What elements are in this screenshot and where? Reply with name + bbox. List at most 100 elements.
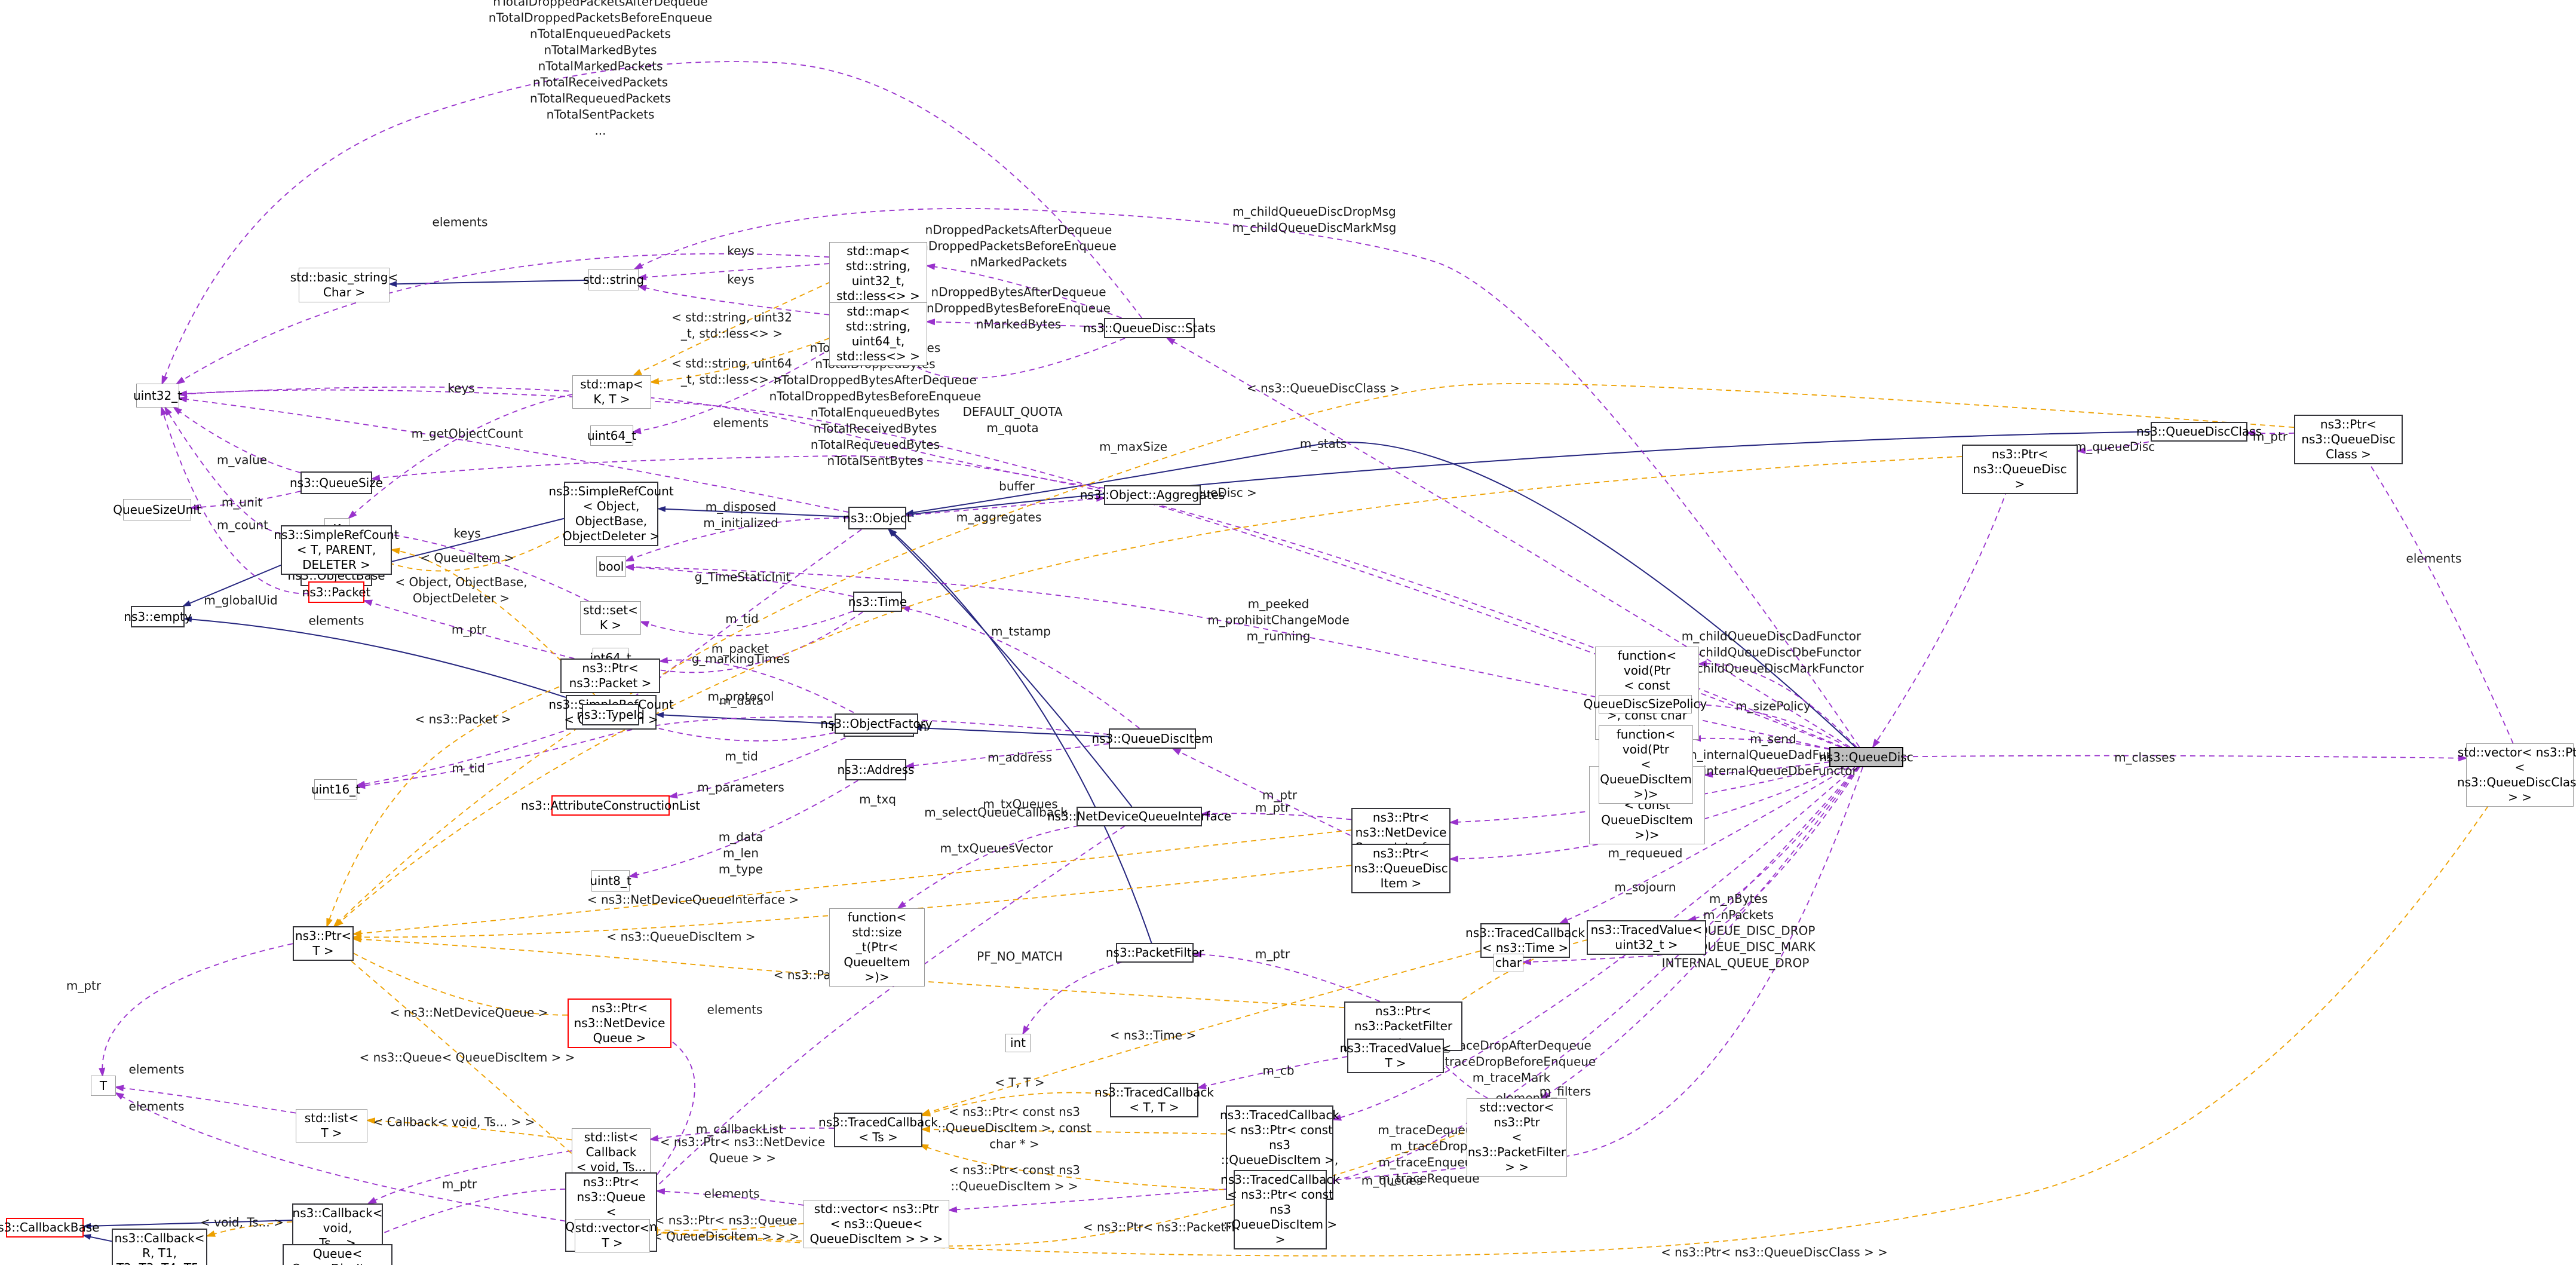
node-uint64-t[interactable]: uint64_t: [587, 425, 636, 446]
node-acl[interactable]: ns3::AttributeConstructionList: [521, 795, 700, 816]
node-time[interactable]: ns3::Time: [848, 592, 907, 612]
node-address[interactable]: ns3::Address: [838, 759, 914, 780]
edge-member-object-to-type-id: [623, 529, 862, 705]
node-aggregates[interactable]: ns3::Object::Aggregates: [1080, 485, 1225, 505]
node-std-basic-string[interactable]: std::basic_string< Char >: [290, 268, 398, 302]
edge-member-ptr-ndqi-to-ndqi: [1200, 810, 1352, 820]
node-uint8-t[interactable]: uint8_t: [590, 870, 631, 892]
node-empty[interactable]: ns3::empty: [124, 606, 192, 627]
node-std-string[interactable]: std::string: [583, 269, 644, 290]
edge-template-vector-ptr-queue-to-vector-t: [648, 1223, 804, 1233]
node-tv-t[interactable]: ns3::TracedValue< T >: [1340, 1039, 1451, 1073]
node-ndqi[interactable]: ns3::NetDeviceQueueInterface: [1047, 807, 1231, 826]
edge-member-queue-disc-to-tc-ptr-char: [1332, 767, 1856, 1121]
edge-inherit-queue-item-to-src-qi: [655, 712, 844, 725]
node-map-str-u32[interactable]: std::map< std::string, uint32_t, std::le…: [829, 242, 927, 305]
node-vector-t[interactable]: std::vector< T >: [575, 1219, 650, 1252]
node-int-box[interactable]: int: [1005, 1034, 1031, 1052]
node-set-k[interactable]: std::set< K >: [580, 601, 641, 635]
edge-member-ptr-packet-to-packet: [363, 599, 575, 659]
node-packet[interactable]: ns3::Packet: [302, 581, 370, 603]
edge-member-std-list-t-to-t-box: [114, 1085, 296, 1114]
edge-member-ndqi-to-vector-t: [621, 825, 1126, 1221]
edge-member-queue-disc-to-std-string: [633, 208, 1860, 748]
edge-member-queue-disc-to-queue-size: [370, 455, 1842, 748]
edge-member-ptr-qd-to-queue-disc: [1872, 462, 2017, 749]
node-packet-filter[interactable]: ns3::PacketFilter: [1106, 943, 1204, 963]
edge-template-list-callback-to-std-list-t: [366, 1117, 572, 1141]
edge-member-queue-disc-item-to-time: [900, 605, 1140, 729]
node-qdsp[interactable]: QueueDiscSizePolicy: [1584, 695, 1707, 713]
edge-member-ptr-t-to-t-box: [99, 943, 293, 1077]
edge-template-cb-void-ts-to-cb-r: [206, 1221, 293, 1237]
edge-member-queue-disc-to-tc-time: [1558, 767, 1850, 924]
node-cb-base[interactable]: ns3::CallbackBase: [0, 1218, 99, 1238]
edge-member-map-str-u64-to-std-string: [637, 284, 830, 316]
edge-template-src-qi-to-src-t: [390, 547, 596, 696]
node-ptr-t[interactable]: ns3::Ptr< T >: [293, 926, 354, 961]
node-tv-u32[interactable]: ns3::TracedValue< uint32_t >: [1587, 920, 1706, 955]
node-uint16-t[interactable]: uint16_t: [311, 779, 360, 800]
node-queue-qdi[interactable]: Queue< QueueDiscItem >: [283, 1244, 392, 1265]
edge-member-src-t-to-uint32-t: [164, 406, 281, 534]
edge-member-type-id-to-uint16-t: [355, 724, 582, 788]
node-ptr-qdc[interactable]: ns3::Ptr< ns3::QueueDisc Class >: [2294, 415, 2403, 464]
edge-member-list-callback-to-cb-void-ts: [366, 1150, 572, 1205]
node-char-box[interactable]: char: [1494, 954, 1523, 972]
node-vector-ptr-queue[interactable]: std::vector< ns3::Ptr < ns3::Queue< Queu…: [804, 1200, 949, 1248]
node-queue-size-unit[interactable]: QueueSizeUnit: [113, 499, 201, 520]
node-src-obj[interactable]: ns3::SimpleRefCount < Object, ObjectBase…: [548, 482, 674, 546]
node-vector-ptr-qdc[interactable]: std::vector< ns3::Ptr < ns3::QueueDiscCl…: [2457, 743, 2576, 807]
edge-template-map-str-u32-to-map-k-t: [632, 277, 840, 376]
node-tc-ptr[interactable]: ns3::TracedCallback < ns3::Ptr< const ns…: [1220, 1170, 1340, 1249]
edge-member-queue-item-to-ptr-packet: [658, 657, 863, 718]
edge-inherit-std-string-to-std-basic-string: [388, 279, 589, 287]
edge-member-queue-disc-to-vector-ptr-pf: [1540, 767, 1860, 1099]
edge-member-queue-disc-to-ptr-ndqi: [1449, 766, 1830, 826]
node-bool-box[interactable]: bool: [596, 556, 626, 577]
edge-member-time-to-bool-box: [624, 564, 854, 597]
node-tc-ts[interactable]: ns3::TracedCallback < Ts >: [818, 1113, 938, 1147]
node-fn-size[interactable]: function< std::size _t(Ptr< QueueItem >)…: [829, 908, 925, 987]
node-type-id[interactable]: ns3::TypeId: [576, 704, 645, 725]
node-object-factory[interactable]: ns3::ObjectFactory: [820, 713, 933, 734]
node-fn-void-qdi[interactable]: function< void(Ptr < QueueDiscItem >)>: [1599, 725, 1693, 804]
node-vector-ptr-pf[interactable]: std::vector< ns3::Ptr < ns3::PacketFilte…: [1467, 1098, 1567, 1177]
edge-member-queue-disc-to-ptr-qdi: [1449, 767, 1844, 862]
edge-member-object-factory-to-type-id: [637, 722, 835, 742]
node-ptr-packet[interactable]: ns3::Ptr< ns3::Packet >: [560, 658, 660, 693]
node-queue-size[interactable]: ns3::QueueSize: [290, 471, 383, 494]
node-stats[interactable]: ns3::QueueDisc::Stats: [1083, 318, 1216, 338]
node-tc-time[interactable]: ns3::TracedCallback < ns3::Time >: [1465, 923, 1585, 958]
node-std-list-t[interactable]: std::list< T >: [296, 1109, 367, 1143]
node-ptr-ndq[interactable]: ns3::Ptr< ns3::NetDevice Queue >: [568, 998, 671, 1048]
node-ptr-qd[interactable]: ns3::Ptr< ns3::QueueDisc >: [1962, 445, 2078, 494]
edge-template-ptr-qdi-to-ptr-t: [352, 865, 1352, 941]
edge-template-vector-ptr-qdc-to-vector-t: [648, 774, 2510, 1257]
node-src-t[interactable]: ns3::SimpleRefCount < T, PARENT, DELETER…: [274, 525, 399, 575]
edge-inherit-cb-r-to-cb-base: [82, 1234, 112, 1242]
edge-inherit-object-to-src-obj: [657, 506, 849, 517]
edge-member-map-str-u32-to-std-string: [637, 263, 830, 281]
edge-template-tc-ptr-char-to-tc-ts: [921, 1126, 1226, 1135]
node-ptr-qdi[interactable]: ns3::Ptr< ns3::QueueDisc Item >: [1351, 844, 1450, 893]
edge-inherit-queue-disc-to-object: [905, 442, 1856, 748]
edge-member-object-to-bool-box: [624, 517, 849, 562]
edge-member-vector-t-to-t-box: [114, 1092, 575, 1223]
node-tc-tt[interactable]: ns3::TracedCallback < T, T >: [1094, 1083, 1214, 1117]
edge-member-map-str-u64-to-uint64-t: [631, 338, 850, 434]
node-cb-r[interactable]: ns3::Callback< R, T1, T2, T3, T4, T5, T6…: [112, 1229, 207, 1265]
node-qd-class[interactable]: ns3::QueueDiscClass: [2136, 422, 2262, 442]
node-object[interactable]: ns3::Object: [843, 507, 912, 529]
node-t-box[interactable]: T: [91, 1076, 116, 1096]
node-uint32-t[interactable]: uint32_t: [133, 384, 182, 408]
node-queue-disc[interactable]: ns3::QueueDisc: [1819, 747, 1913, 767]
edge-inherit-ndqi-to-object: [887, 528, 1133, 807]
node-map-k-t[interactable]: std::map< K, T >: [572, 375, 651, 409]
edge-member-queue-disc-to-stats: [1166, 337, 1850, 748]
node-queue-disc-item[interactable]: ns3::QueueDiscItem: [1092, 728, 1213, 749]
node-map-str-u64[interactable]: std::map< std::string, uint64_t, std::le…: [829, 302, 927, 366]
edge-template-ptr-qd-to-ptr-t: [334, 456, 1962, 927]
edge-member-map-k-t-to-k-box: [347, 394, 573, 520]
